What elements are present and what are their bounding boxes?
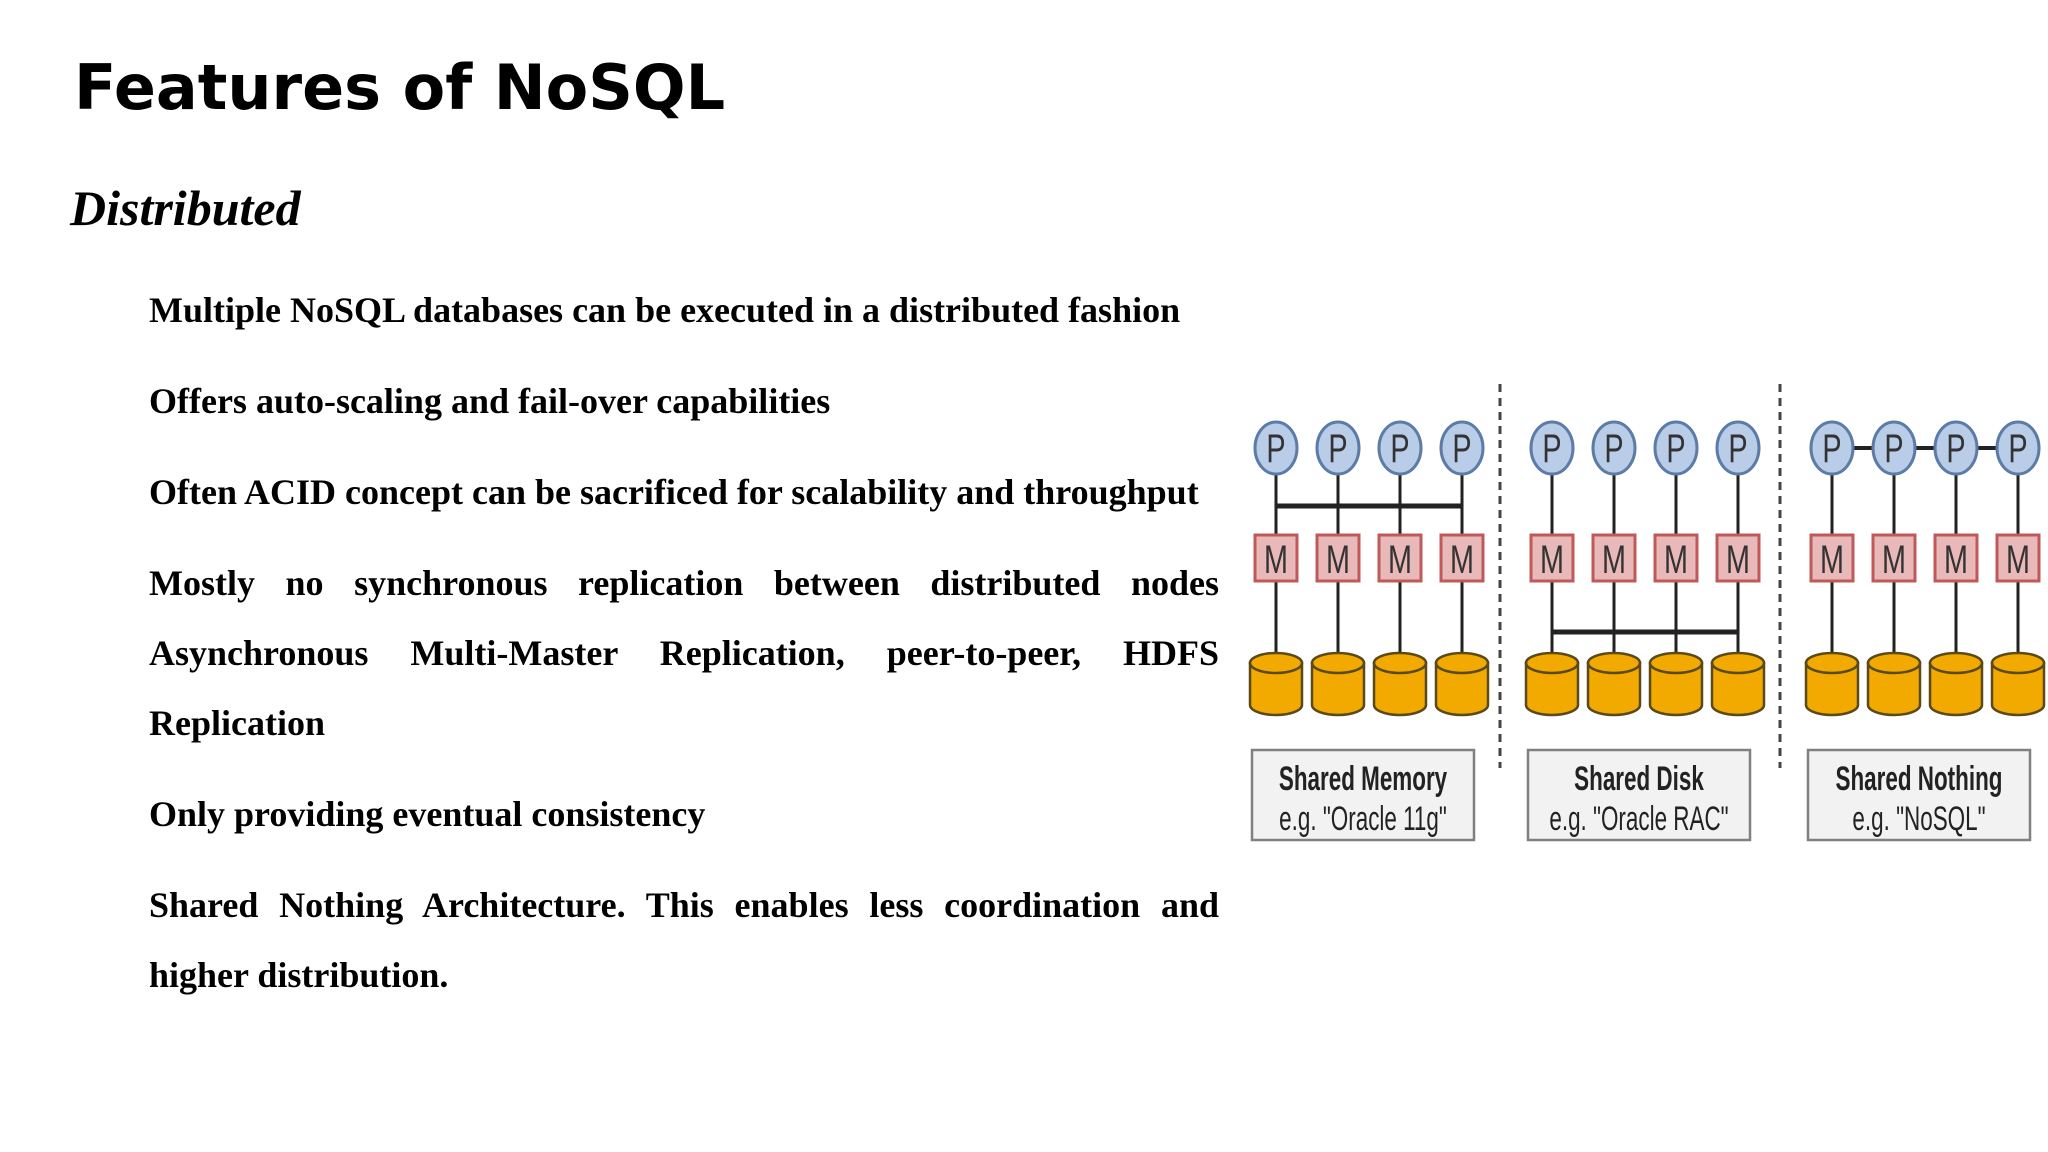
processor-label: P bbox=[1452, 426, 1471, 471]
processor-label: P bbox=[1728, 426, 1747, 471]
bullet-item: Offers auto-scaling and fail-over capabi… bbox=[149, 381, 831, 421]
bullet-list: Multiple NoSQL databases can be executed… bbox=[149, 275, 1219, 1031]
memory-node bbox=[1933, 533, 1979, 583]
disk-node bbox=[1866, 661, 1922, 717]
memory-node bbox=[1377, 533, 1423, 583]
disk-node bbox=[1648, 661, 1704, 717]
processor-label: P bbox=[1604, 426, 1623, 471]
memory-label: M bbox=[2006, 537, 2030, 582]
bullet-item: Mostly no synchronous replication betwee… bbox=[149, 563, 1219, 743]
memory-node bbox=[1995, 533, 2041, 583]
disk-top bbox=[1586, 651, 1642, 675]
disk-top bbox=[1928, 651, 1984, 675]
disk-top bbox=[1710, 651, 1766, 675]
processor-node bbox=[1871, 420, 1917, 476]
memory-label: M bbox=[1326, 537, 1350, 582]
disk-top bbox=[1310, 651, 1366, 675]
processor-label: P bbox=[1542, 426, 1561, 471]
processor-node bbox=[1809, 420, 1855, 476]
memory-label: M bbox=[1540, 537, 1564, 582]
memory-label: M bbox=[1882, 537, 1906, 582]
disk-node bbox=[1804, 661, 1860, 717]
processor-node bbox=[1529, 420, 1575, 476]
processor-node bbox=[1315, 420, 1361, 476]
slide-subtitle: Distributed bbox=[70, 180, 301, 236]
memory-label: M bbox=[1664, 537, 1688, 582]
disk-node bbox=[1990, 661, 2046, 717]
architecture-label-box bbox=[1806, 748, 2032, 842]
bullet-item: Often ACID concept can be sacrificed for… bbox=[149, 472, 1199, 512]
memory-label: M bbox=[1726, 537, 1750, 582]
disk-top bbox=[1248, 651, 1304, 675]
processor-node bbox=[1653, 420, 1699, 476]
bullet-item: Shared Nothing Architecture. This enable… bbox=[149, 885, 1219, 995]
processor-node bbox=[1995, 420, 2041, 476]
memory-node bbox=[1715, 533, 1761, 583]
memory-node bbox=[1653, 533, 1699, 583]
bullet-item: Only providing eventual consistency bbox=[149, 794, 706, 834]
memory-label: M bbox=[1450, 537, 1474, 582]
processor-node bbox=[1715, 420, 1761, 476]
processor-label: P bbox=[1266, 426, 1285, 471]
memory-label: M bbox=[1264, 537, 1288, 582]
architecture-example: e.g. "NoSQL" bbox=[1852, 800, 1985, 838]
disk-node bbox=[1248, 661, 1304, 717]
memory-label: M bbox=[1388, 537, 1412, 582]
processor-node bbox=[1377, 420, 1423, 476]
processor-label: P bbox=[1666, 426, 1685, 471]
architecture-label-box bbox=[1250, 748, 1476, 842]
disk-node bbox=[1434, 661, 1490, 717]
memory-label: M bbox=[1944, 537, 1968, 582]
architecture-example: e.g. "Oracle RAC" bbox=[1549, 800, 1728, 838]
memory-node bbox=[1253, 533, 1299, 583]
architecture-example: e.g. "Oracle 11g" bbox=[1279, 800, 1447, 838]
disk-node bbox=[1710, 661, 1766, 717]
memory-node bbox=[1529, 533, 1575, 583]
memory-node bbox=[1591, 533, 1637, 583]
memory-label: M bbox=[1820, 537, 1844, 582]
disk-node bbox=[1372, 661, 1428, 717]
disk-top bbox=[1804, 651, 1860, 675]
disk-top bbox=[1648, 651, 1704, 675]
memory-node bbox=[1809, 533, 1855, 583]
bullet-item: Multiple NoSQL databases can be executed… bbox=[149, 290, 1181, 330]
memory-label: M bbox=[1602, 537, 1626, 582]
processor-node bbox=[1439, 420, 1485, 476]
processor-node bbox=[1933, 420, 1979, 476]
disk-node bbox=[1310, 661, 1366, 717]
processor-label: P bbox=[1946, 426, 1965, 471]
processor-label: P bbox=[1822, 426, 1841, 471]
processor-node bbox=[1253, 420, 1299, 476]
disk-node bbox=[1586, 661, 1642, 717]
architecture-label-box bbox=[1526, 748, 1752, 842]
processor-label: P bbox=[2008, 426, 2027, 471]
disk-top bbox=[1524, 651, 1580, 675]
memory-node bbox=[1315, 533, 1361, 583]
disk-top bbox=[1866, 651, 1922, 675]
slide-title: Features of NoSQL bbox=[74, 51, 726, 124]
architecture-name: Shared Disk bbox=[1574, 760, 1704, 798]
memory-node bbox=[1439, 533, 1485, 583]
processor-label: P bbox=[1390, 426, 1409, 471]
disk-node bbox=[1928, 661, 1984, 717]
architecture-name: Shared Nothing bbox=[1836, 760, 2003, 798]
disk-top bbox=[1434, 651, 1490, 675]
processor-label: P bbox=[1884, 426, 1903, 471]
processor-label: P bbox=[1328, 426, 1347, 471]
disk-top bbox=[1372, 651, 1428, 675]
memory-node bbox=[1871, 533, 1917, 583]
processor-node bbox=[1591, 420, 1637, 476]
disk-top bbox=[1990, 651, 2046, 675]
disk-node bbox=[1524, 661, 1580, 717]
architecture-name: Shared Memory bbox=[1279, 760, 1447, 798]
